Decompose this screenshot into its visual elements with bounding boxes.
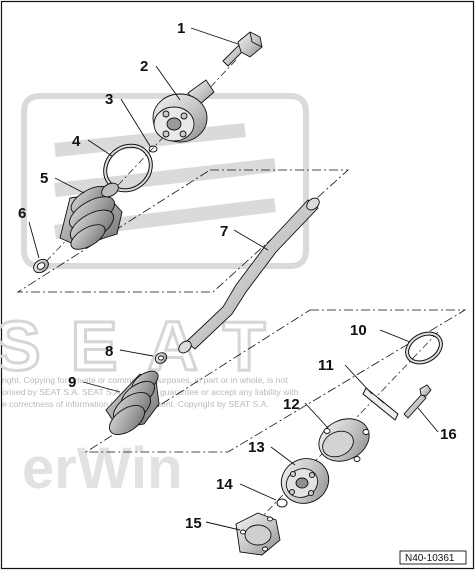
- callout-label-13: 13: [248, 439, 265, 456]
- shaft-ring-part: [154, 352, 168, 364]
- inner-cv-joint-part: [280, 458, 330, 504]
- leader-line-3: [120, 98, 151, 147]
- leader-line-15: [205, 521, 241, 531]
- reference-code-border: [399, 550, 467, 565]
- gasket-outline: [362, 387, 399, 421]
- reference-code-box: N40-10361: [399, 550, 467, 565]
- inner-joint-bore: [295, 477, 309, 489]
- joint-housing-bolt-hole: [323, 428, 331, 434]
- outer-boot-fold: [70, 224, 106, 250]
- leader-line-12: [304, 402, 329, 429]
- inner-joint-ball: [308, 471, 316, 479]
- joint-housing-bolt-hole: [353, 456, 361, 462]
- housing-bolt-shank: [403, 393, 427, 419]
- callout-label-14: 14: [216, 476, 233, 493]
- cover-plate-hole: [240, 529, 246, 535]
- leader-line-6: [28, 221, 40, 259]
- housing-bolt-head: [419, 384, 432, 397]
- leader-line-2: [155, 65, 181, 101]
- inner-joint-ball: [288, 488, 296, 496]
- housing-bolt-part: [403, 384, 432, 419]
- leader-line-4: [87, 139, 113, 157]
- callout-label-8: 8: [105, 343, 113, 360]
- reference-code: N40-10361: [405, 553, 455, 564]
- large-clamp-inner: [406, 332, 442, 364]
- outer-joint-bore: [166, 117, 182, 131]
- gasket-part: [362, 387, 399, 421]
- leader-line-16: [417, 407, 439, 433]
- leader-line-1: [190, 27, 239, 45]
- inner-joint-boundary: [84, 309, 467, 453]
- callout-label-7: 7: [220, 223, 228, 240]
- callout-label-2: 2: [140, 58, 148, 75]
- outer-joint-ball: [162, 110, 170, 118]
- snap-ring-part: [276, 498, 288, 508]
- outer-joint-ball: [180, 112, 188, 120]
- small-clamp-bore: [36, 262, 46, 270]
- outer-joint-ball: [179, 130, 187, 138]
- callout-label-6: 6: [18, 205, 26, 222]
- leader-line-14: [239, 483, 277, 501]
- cover-plate-dome: [244, 524, 272, 546]
- gasket-hole: [377, 397, 385, 404]
- outer-joint-ball: [162, 130, 170, 138]
- outer-boot-part: [59, 182, 123, 250]
- assembly-boundaries: [16, 169, 467, 453]
- leader-line-13: [270, 446, 296, 466]
- leader-line-5: [54, 177, 85, 194]
- callout-label-10: 10: [350, 322, 367, 339]
- inner-boot-end: [108, 404, 146, 436]
- drive-shaft-part: [178, 197, 320, 354]
- lower-axis: [239, 331, 439, 541]
- small-clamp-part: [33, 258, 49, 274]
- large-clamp-part: [405, 331, 443, 365]
- callout-label-12: 12: [283, 396, 300, 413]
- callout-label-1: 1: [177, 20, 185, 37]
- outer-boot-collar: [101, 182, 119, 198]
- inner-joint-ball: [289, 470, 297, 478]
- drive-shaft-spline-top: [306, 197, 320, 211]
- watermark-logo-stripe: [54, 158, 276, 197]
- watermark-logo-outline: [21, 93, 309, 269]
- callout-label-16: 16: [440, 426, 457, 443]
- watermark: [21, 93, 309, 269]
- inner-joint-ball: [307, 489, 315, 497]
- inner-boot-part: [105, 370, 160, 436]
- leader-line-8: [119, 349, 154, 357]
- drive-shaft-body: [185, 199, 319, 350]
- callout-label-15: 15: [185, 515, 202, 532]
- leader-line-7: [233, 229, 269, 251]
- joint-housing-part: [318, 418, 370, 462]
- outer-cv-joint-part: [152, 79, 215, 143]
- cover-plate-hole: [267, 516, 273, 522]
- callout-label-4: 4: [72, 133, 81, 150]
- cover-plate-part: [235, 512, 281, 556]
- callout-label-5: 5: [40, 170, 48, 187]
- circlip-part: [148, 145, 158, 153]
- cover-plate-hole: [262, 546, 268, 552]
- callout-label-9: 9: [68, 374, 76, 391]
- joint-housing-face: [322, 430, 354, 458]
- leader-line-11: [344, 364, 373, 395]
- bolt-part: [222, 31, 263, 67]
- leader-line-10: [379, 329, 411, 343]
- watermark-erwin-text: erWin: [22, 436, 183, 501]
- leader-lines: [28, 27, 439, 531]
- watermark-logo-stripe: [54, 123, 246, 157]
- joint-housing-bolt-hole: [362, 429, 370, 435]
- bolt-head-edge: [249, 31, 263, 48]
- drive-shaft-spline-bottom: [178, 340, 192, 354]
- shaft-ring-bore: [158, 355, 164, 361]
- callout-label-3: 3: [105, 91, 113, 108]
- leader-line-9: [82, 381, 121, 393]
- callout-label-11: 11: [318, 357, 334, 374]
- outer-joint-boundary: [16, 169, 350, 293]
